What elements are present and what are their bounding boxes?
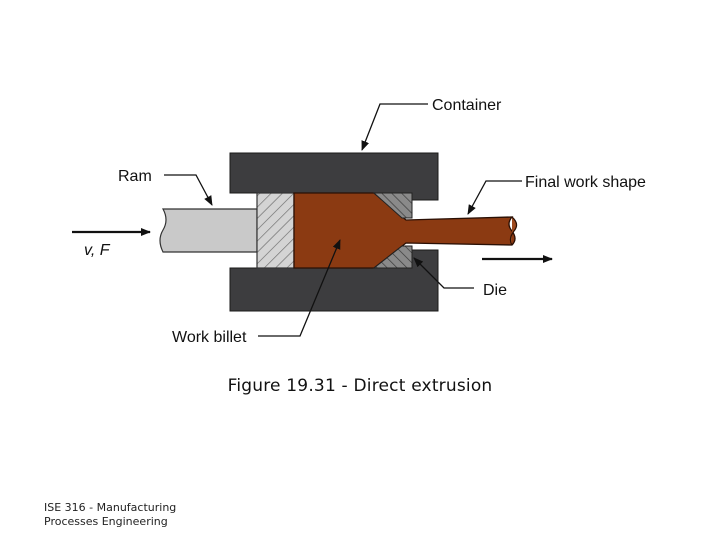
ram-label: Ram [118, 168, 152, 185]
work-billet-label: Work billet [172, 329, 247, 346]
billet-leader [258, 239, 341, 337]
slide-footer: ISE 316 ‑ Manufacturing Processes Engine… [44, 501, 177, 528]
final-shape-leader [467, 180, 522, 215]
ram-leader [164, 174, 213, 206]
die-bottom [372, 245, 413, 269]
ram-head [256, 192, 295, 269]
die-label: Die [483, 282, 507, 299]
final-work-shape-label: Final work shape [525, 174, 646, 191]
container-label: Container [432, 97, 502, 114]
figure-caption: Figure 19.31 ‑ Direct extrusion [227, 376, 493, 396]
container-leader [361, 103, 428, 151]
velocity-force-label: v, F [84, 242, 111, 259]
die-top [372, 192, 413, 219]
ram-rod [159, 208, 258, 253]
product-end [509, 216, 518, 246]
die-leader [413, 257, 474, 289]
